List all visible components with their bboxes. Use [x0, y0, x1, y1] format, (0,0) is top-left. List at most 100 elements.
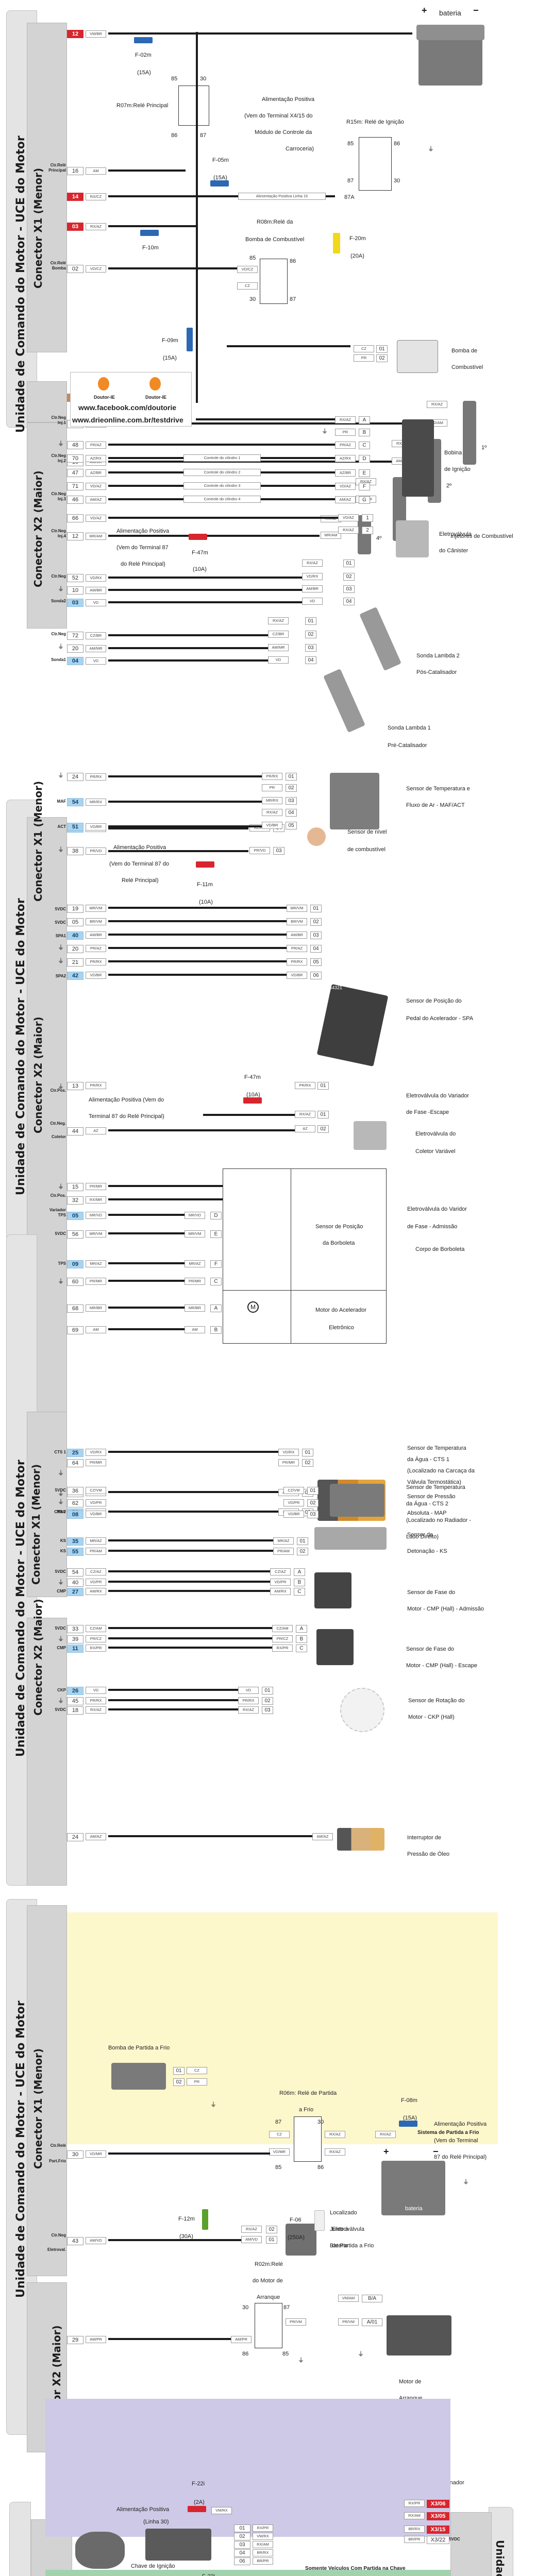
- wire-38: [108, 850, 248, 852]
- lambda1-w3: AM/MR: [268, 644, 289, 651]
- lambda1-w2: CZ/BR: [268, 631, 289, 638]
- wire-color-mr-rx-maf: MR/RX: [86, 799, 106, 806]
- key-wire-03: RX/AM: [253, 2541, 273, 2548]
- canister-term-2: 2: [362, 527, 373, 534]
- wire-color-vd-04: VD: [86, 657, 106, 665]
- connector-x1-title-1: Conector X1 (Menor): [32, 167, 44, 289]
- pin30-sig-2: Part.Frio: [49, 2159, 66, 2163]
- tb-sig-3: TPS: [58, 1261, 66, 1266]
- f06-note-2: Junto à: [330, 2226, 349, 2232]
- starter-motor-icon: [387, 2315, 451, 2355]
- coletor-t2: 02: [317, 1125, 329, 1133]
- fuel-level-wire-2: PR/VD: [249, 847, 270, 854]
- ckp-label-2: Motor - CKP (Hall): [408, 1714, 455, 1720]
- battery-label: bateria: [439, 9, 461, 17]
- ckp-t2: 02: [262, 1697, 273, 1705]
- wire-color-vm-br: VM/BR: [86, 30, 106, 38]
- wire-53-cts2: [108, 1511, 278, 1513]
- relay-main: [178, 86, 209, 126]
- f06-note-3: Bateria: [330, 2243, 348, 2249]
- pin-12: 12: [67, 30, 83, 38]
- maf-t2: 02: [286, 784, 297, 792]
- key-wire-02: VM/RX: [253, 2533, 273, 2540]
- coil-term-g: G: [359, 496, 370, 504]
- wire-40-spa: [108, 934, 287, 936]
- ign-feed-1: Alimentação Positiva: [262, 96, 315, 103]
- lambda2-w3: AM/BR: [302, 585, 323, 592]
- coil-wire-f: VD/AZ: [335, 483, 356, 490]
- fuse-f09m-rating: (15A): [163, 355, 177, 361]
- map-sig-3: MAP: [57, 1510, 66, 1514]
- relay-r06: [294, 2116, 322, 2162]
- key-start-band: [45, 2399, 450, 2537]
- bcm-pin-x3-15: X3/15: [427, 2526, 449, 2534]
- map-wc-3: VD/BR: [86, 1511, 106, 1518]
- adm-label-2: de Fase - Admissão: [407, 1224, 458, 1230]
- coil-term-f: F: [359, 483, 370, 490]
- ckp-gear-icon: [340, 1688, 384, 1732]
- wire-12-inj: [108, 535, 320, 537]
- cmpe-t3: C: [296, 1645, 307, 1652]
- r06-label-2: a Frio: [299, 2107, 314, 2113]
- spa-wc-3: AM/BR: [86, 931, 106, 939]
- r02-label-2: do Motor de: [253, 2278, 283, 2284]
- watermark-site[interactable]: www.drieonline.com.br/testdrive: [72, 416, 183, 424]
- wire-20-spa: [108, 947, 287, 949]
- pin-02: 02: [67, 265, 83, 273]
- pin-13-esc: 13: [67, 1082, 83, 1090]
- f06-note-1: Localizado: [330, 2210, 357, 2216]
- wire-29: [108, 2338, 231, 2340]
- ground-icon: ⏚: [58, 1697, 64, 1704]
- watermark-facebook[interactable]: www.facebook.com/doutorie: [78, 403, 177, 412]
- spa-wc-6b: VD/BR: [287, 972, 307, 979]
- oil-wc-2: AM/AZ: [312, 1833, 333, 1840]
- coil-wire-g: AM/AZ: [335, 496, 356, 503]
- pin-26-ckp: 26: [67, 1687, 83, 1695]
- watermark-brand-2: Doutor-IE: [145, 395, 166, 400]
- wire-55-ks: [108, 1550, 273, 1552]
- maf-t5: 05: [286, 822, 297, 829]
- tps-label-1: Sensor de Posição: [315, 1224, 363, 1230]
- ignition-coil-icon: [402, 419, 434, 497]
- pin43-sig-2: Eletroval.: [47, 2247, 66, 2252]
- wire-color-rx-az: RX/AZ: [86, 223, 106, 230]
- ign-feed-2: (Vem do Terminal X4/15 do: [244, 113, 313, 119]
- ground-icon: ⏚: [58, 1579, 64, 1586]
- relay-ign-86: 86: [394, 141, 400, 147]
- lambda1-sig1: Ctr.Neg: [51, 632, 66, 636]
- relay-pump-wire-vdcz: VD/CZ: [237, 266, 258, 273]
- signal-inj3: Ctr.Neg Inj.3: [51, 492, 66, 501]
- oil-label-2: Pressão de Óleo: [407, 1851, 449, 1857]
- wire-coletor-feed: [203, 1114, 295, 1116]
- pin-25-cts1: 25: [67, 1449, 83, 1457]
- esc-label-1: Eletroválvula do Variador: [406, 1093, 470, 1099]
- motor-label-1: Motor do Acelerador: [315, 1307, 367, 1313]
- canister-wire-2: RX/AZ: [338, 527, 359, 534]
- lambda1-t3: 03: [305, 644, 316, 652]
- cold-pump-p1: 01: [173, 2067, 185, 2075]
- bcm-key-w2: RX/AM: [404, 2512, 425, 2519]
- pin-20-spa: 20: [67, 945, 83, 953]
- wire-16-inj: [108, 461, 392, 463]
- cts1-sig: CTS 1: [54, 1450, 66, 1454]
- fuse-f47m-icon: [189, 534, 207, 540]
- coil-wire-c: PR/AZ: [335, 442, 356, 449]
- cold-valve-label-2: de Partida a Frio: [332, 2243, 374, 2249]
- connector-x2-title-2: Conector X2 (Maior): [32, 1016, 44, 1133]
- lambda1-t4: 04: [305, 656, 316, 664]
- spa-wc-5b: PR/RX: [287, 958, 307, 965]
- fuse-f05m-icon: [210, 180, 229, 187]
- relay-main-85: 85: [171, 76, 178, 82]
- lambda1-sig2: Sonda1: [51, 657, 66, 662]
- coil-wire-e: AZ/BR: [335, 469, 356, 477]
- coil-term-d: D: [359, 455, 370, 463]
- fuse-f20m-rating: (20A): [350, 253, 364, 259]
- tb-sig-2: 5VDC: [55, 1231, 66, 1236]
- valve-t2: 02: [266, 2226, 277, 2233]
- pin-38: 38: [67, 847, 83, 855]
- fuse-f10m-icon: [140, 230, 159, 236]
- r06-85: 85: [275, 2164, 282, 2171]
- wire-color-mr-am: MR/AM: [86, 533, 106, 540]
- ks-wc-1b: MR/AZ: [273, 1537, 294, 1545]
- fuel-level-label-1: Sensor de nível: [347, 829, 387, 835]
